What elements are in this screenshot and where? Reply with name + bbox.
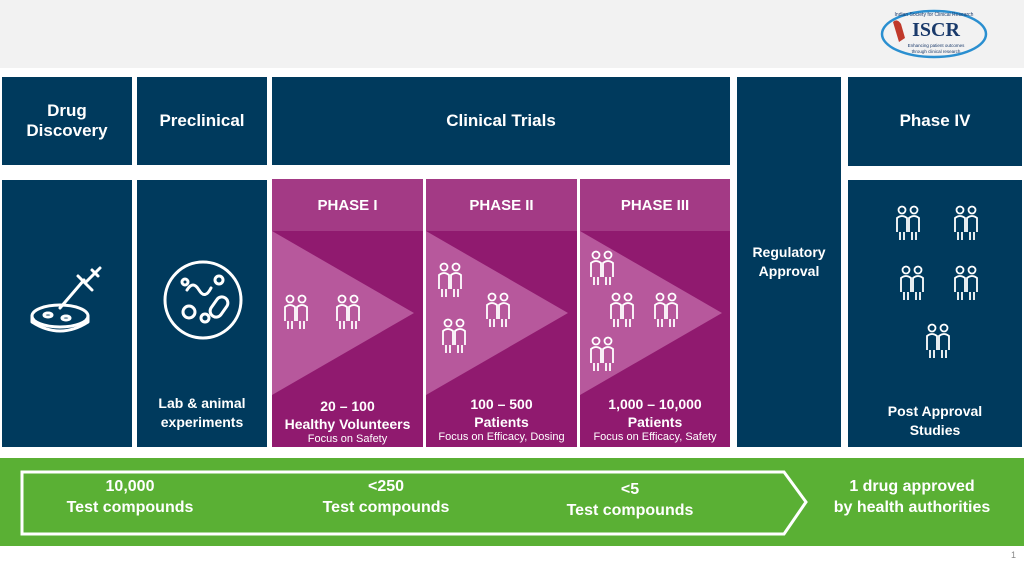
phase-1-people-icon	[284, 294, 360, 329]
logo-acronym: ISCR	[912, 19, 960, 41]
clinical-trials-title: Clinical Trials	[446, 110, 556, 130]
phase-3-count: 1,000 – 10,000	[608, 396, 702, 412]
funnel-arrow-outline-icon	[20, 470, 808, 536]
logo-ring-icon	[880, 9, 988, 59]
preclinical-title: Preclinical	[159, 110, 245, 130]
phase-2-count: 100 – 500	[470, 396, 533, 412]
phase-1-focus: Focus on Safety	[307, 433, 388, 445]
drug-discovery-panel	[2, 180, 132, 447]
phase-4-caption-line2: Studies	[909, 421, 961, 438]
phase-2-label: PHASE II	[426, 179, 577, 231]
phase-1-arrow-graphic	[272, 231, 414, 395]
phase-3-focus: Focus on Efficacy, Safety	[593, 431, 717, 443]
funnel-stage-1: 10,000 Test compounds	[40, 477, 220, 519]
phase-1-column: PHASE I 20 – 100 Healthy Volunteers Focu…	[272, 179, 423, 447]
funnel-stage-2-value: <250	[367, 478, 405, 495]
funnel-stage-3: <5 Test compounds	[540, 480, 720, 522]
logo-tagline-1: Enhancing patient outcomes	[907, 43, 965, 48]
phase-3-label: PHASE III	[580, 179, 730, 231]
drug-discovery-header: Drug Discovery	[2, 77, 132, 165]
phase-4-header: Phase IV	[848, 77, 1022, 166]
funnel-stage-3-label: Test compounds	[566, 501, 694, 519]
drug-discovery-line1: Drug	[47, 100, 87, 120]
microbe-petri-icon	[163, 260, 243, 340]
page-number: 1	[1010, 550, 1016, 560]
funnel-stage-1-label: Test compounds	[66, 498, 194, 516]
funnel-result-line1: 1 drug approved	[849, 478, 975, 495]
preclinical-caption-line1: Lab & animal	[158, 395, 246, 411]
phase-2-column: PHASE II 100 – 500 Patients Focus on Eff…	[426, 179, 577, 447]
funnel-stage-1-value: 10,000	[105, 478, 155, 495]
funnel-stage-2-label: Test compounds	[322, 498, 450, 516]
phase-3-column: PHASE III 1,000 – 10,000 Patients Focus …	[580, 179, 730, 447]
header-band	[0, 0, 1024, 68]
phase-1-details: 20 – 100 Healthy Volunteers Focus on Saf…	[272, 398, 423, 447]
logo-tagline-2: through clinical research	[911, 49, 961, 54]
drug-discovery-line2: Discovery	[26, 121, 108, 140]
phase-2-people-icon	[438, 262, 510, 353]
phase-2-group: Patients	[474, 413, 529, 430]
funnel-result: 1 drug approved by health authorities	[812, 477, 1012, 519]
phase-4-caption: Post Approval Studies	[848, 402, 1022, 440]
preclinical-header: Preclinical	[137, 77, 267, 165]
phase-4-people-icon	[896, 205, 978, 358]
funnel-stage-3-value: <5	[620, 481, 640, 498]
iscr-logo: Indian Society for Clinical Research ISC…	[879, 8, 989, 60]
phase-3-group: Patients	[627, 413, 683, 430]
preclinical-caption: Lab & animal experiments	[137, 394, 267, 432]
petri-dish-dropper-icon	[30, 266, 102, 333]
funnel-result-line2: by health authorities	[833, 498, 991, 516]
phase-4-panel: Post Approval Studies	[848, 180, 1022, 447]
regulatory-line2: Approval	[758, 263, 820, 279]
preclinical-caption-line2: experiments	[160, 413, 244, 430]
preclinical-panel: Lab & animal experiments	[137, 180, 267, 447]
phase-3-details: 1,000 – 10,000 Patients Focus on Efficac…	[580, 396, 730, 445]
phase-3-people-icon	[590, 250, 678, 371]
logo-org-name: Indian Society for Clinical Research	[894, 12, 974, 18]
phase-3-arrow-graphic	[580, 231, 722, 395]
funnel-stage-2: <250 Test compounds	[296, 477, 476, 519]
phase-1-count: 20 – 100	[320, 398, 375, 414]
phase-1-label: PHASE I	[272, 179, 423, 231]
phase-2-focus: Focus on Efficacy, Dosing	[438, 431, 565, 443]
regulatory-line1: Regulatory	[752, 244, 826, 261]
phase-4-title: Phase IV	[899, 111, 971, 131]
regulatory-approval-panel: Regulatory Approval	[737, 77, 841, 447]
phase-1-group: Healthy Volunteers	[284, 415, 411, 432]
phase-2-arrow-graphic	[426, 231, 568, 395]
phase-2-details: 100 – 500 Patients Focus on Efficacy, Do…	[426, 396, 577, 445]
phase-4-caption-line1: Post Approval	[887, 403, 983, 419]
clinical-trials-header: Clinical Trials	[272, 77, 730, 165]
